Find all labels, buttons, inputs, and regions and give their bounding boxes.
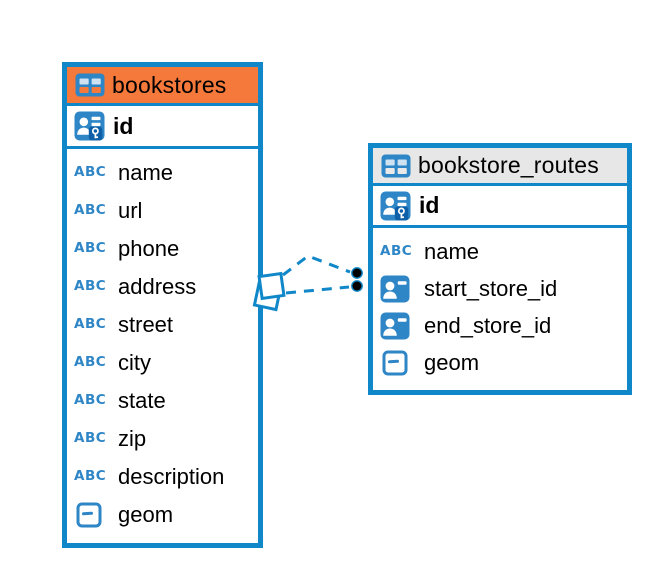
text-type-icon: ABC — [74, 468, 107, 485]
table-header[interactable]: bookstores — [67, 67, 258, 106]
column-name: state — [118, 388, 166, 413]
column-name: zip — [118, 426, 147, 451]
column-list: ABC name ABC url ABC phone ABC address A… — [67, 149, 258, 534]
column-name: geom — [424, 349, 480, 375]
column-name: name — [118, 160, 174, 185]
text-type-icon: ABC — [74, 164, 107, 181]
table-node-bookstores[interactable]: bookstores id ABC name ABC url ABC phone… — [62, 62, 263, 548]
relationship-line-upper[interactable] — [282, 254, 351, 277]
text-type-icon: ABC — [74, 316, 107, 333]
table-icon — [75, 73, 105, 97]
table-icon — [381, 154, 411, 178]
table-row[interactable]: ABC name — [380, 233, 620, 270]
table-row[interactable]: ABC street — [74, 306, 251, 344]
column-list: ABC name start_store_id end_store_id geo… — [373, 228, 627, 381]
column-name: phone — [118, 236, 180, 261]
text-type-icon: ABC — [74, 354, 107, 371]
geometry-type-icon — [76, 502, 102, 528]
table-row[interactable]: ABC state — [74, 382, 251, 420]
column-name: id — [419, 192, 440, 218]
text-type-icon: ABC — [74, 240, 107, 257]
column-name: description — [118, 464, 225, 489]
table-title: bookstore_routes — [418, 152, 599, 178]
primary-key-row[interactable]: id — [67, 106, 258, 149]
table-node-bookstore-routes[interactable]: bookstore_routes id ABC name start_store… — [368, 143, 632, 395]
table-row[interactable]: ABC zip — [74, 420, 251, 458]
table-row[interactable]: ABC name — [74, 154, 251, 192]
relationship-endpoint-dot[interactable] — [351, 267, 363, 279]
column-name: end_store_id — [424, 312, 552, 338]
table-header[interactable]: bookstore_routes — [373, 148, 627, 186]
text-type-icon: ABC — [74, 202, 107, 219]
column-name: street — [118, 312, 174, 337]
relationship-line-lower[interactable] — [285, 285, 350, 295]
geometry-type-icon — [382, 350, 408, 376]
text-type-icon: ABC — [74, 392, 107, 409]
table-row[interactable]: ABC phone — [74, 230, 251, 268]
table-row[interactable]: geom — [74, 496, 251, 534]
relationship-endpoint-dot[interactable] — [351, 280, 363, 292]
text-type-icon: ABC — [380, 242, 413, 259]
primary-key-icon — [380, 191, 411, 221]
column-name: id — [113, 112, 134, 139]
column-name: start_store_id — [424, 275, 558, 301]
column-name: city — [118, 350, 151, 375]
table-row[interactable]: ABC address — [74, 268, 251, 306]
table-row[interactable]: geom — [380, 344, 620, 381]
id-ref-type-icon — [380, 312, 410, 340]
column-name: geom — [118, 502, 174, 527]
primary-key-row[interactable]: id — [373, 186, 627, 228]
column-name: address — [118, 274, 197, 299]
text-type-icon: ABC — [74, 278, 107, 295]
primary-key-icon — [74, 111, 105, 141]
column-name: name — [424, 238, 480, 264]
text-type-icon: ABC — [74, 430, 107, 447]
table-row[interactable]: ABC city — [74, 344, 251, 382]
table-row[interactable]: end_store_id — [380, 307, 620, 344]
table-title: bookstores — [112, 71, 227, 98]
column-name: url — [118, 198, 143, 223]
table-row[interactable]: ABC description — [74, 458, 251, 496]
table-row[interactable]: ABC url — [74, 192, 251, 230]
id-ref-type-icon — [380, 275, 410, 303]
table-row[interactable]: start_store_id — [380, 270, 620, 307]
